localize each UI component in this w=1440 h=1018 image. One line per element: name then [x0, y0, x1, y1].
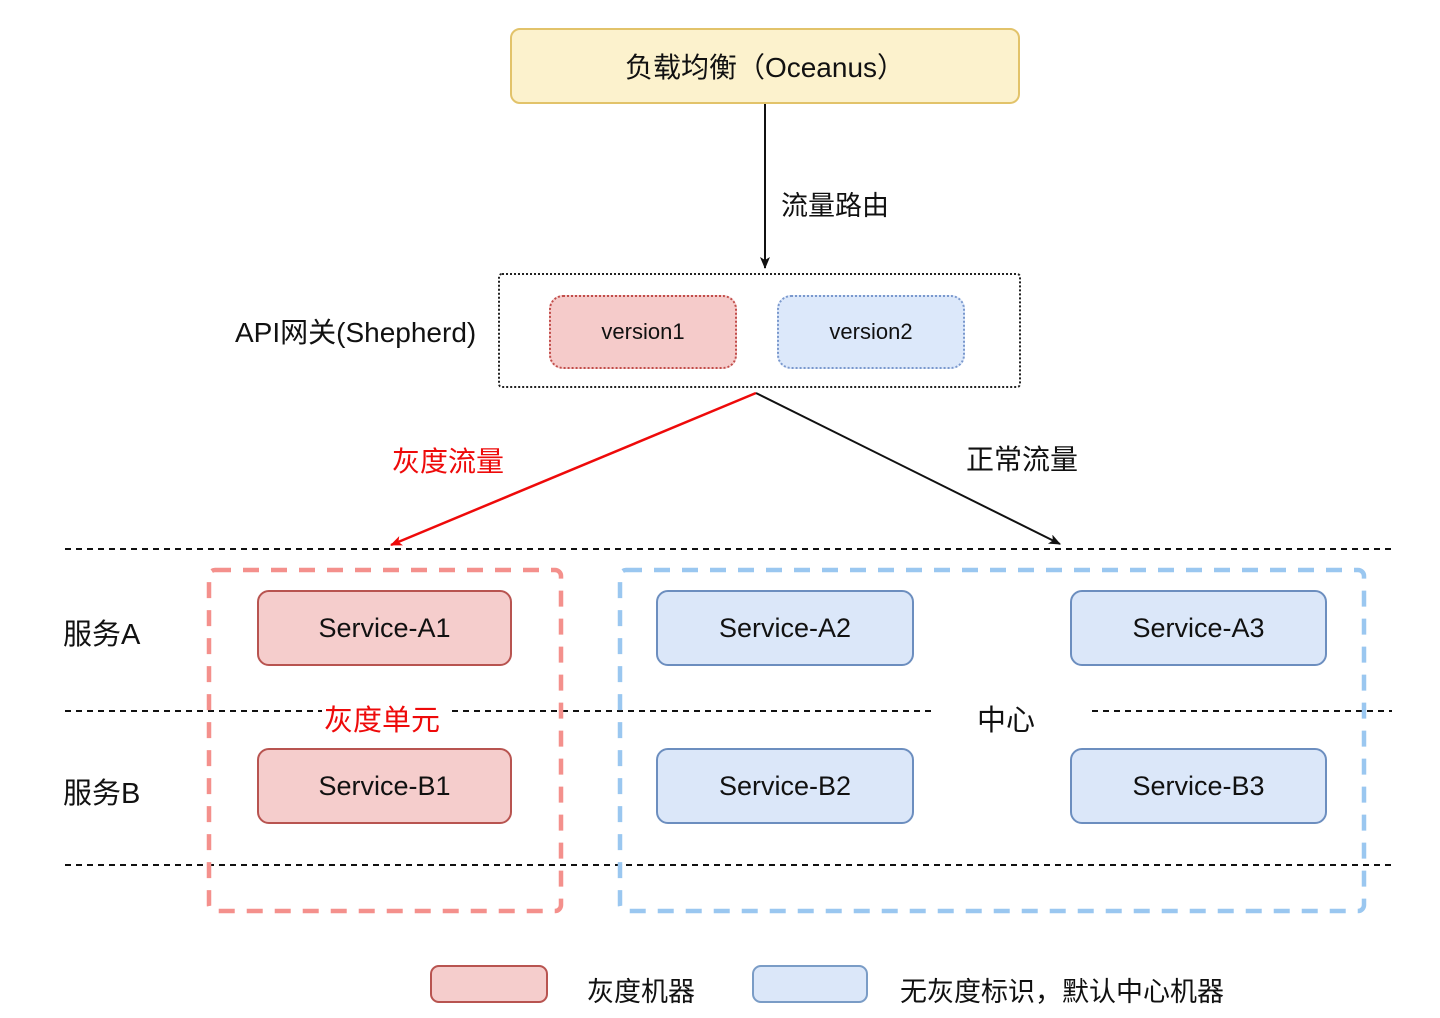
- center-zone-label: 中心: [977, 705, 1036, 737]
- version1-node: version1: [549, 295, 737, 369]
- legend-gray-machine-swatch: [430, 965, 548, 1003]
- normal-traffic-arrow: [755, 392, 1061, 545]
- traffic-route-label: 流量路由: [781, 191, 889, 221]
- service-b3-node: Service-B3: [1070, 748, 1327, 824]
- load-balancer-node: 负载均衡（Oceanus）: [510, 28, 1020, 104]
- legend-center-machine-label: 无灰度标识，默认中心机器: [900, 977, 1224, 1007]
- service-a1-node: Service-A1: [257, 590, 512, 666]
- gray-traffic-label: 灰度流量: [392, 446, 505, 477]
- service-a3-node: Service-A3: [1070, 590, 1327, 666]
- gray-traffic-arrow: [390, 391, 757, 547]
- version2-node: version2: [777, 295, 965, 369]
- api-gateway-label: API网关(Shepherd): [235, 317, 477, 348]
- service-b2-node: Service-B2: [656, 748, 914, 824]
- service-a2-node: Service-A2: [656, 590, 914, 666]
- normal-traffic-label: 正常流量: [966, 444, 1079, 475]
- legend-gray-machine-label: 灰度机器: [587, 977, 695, 1007]
- service-b1-node: Service-B1: [257, 748, 512, 824]
- service-row-a-label: 服务A: [63, 619, 141, 651]
- legend-center-machine-swatch: [752, 965, 868, 1003]
- gray-unit-label: 灰度单元: [324, 705, 441, 737]
- service-row-b-label: 服务B: [63, 778, 141, 810]
- gray-unit-container: [206, 567, 564, 914]
- center-container: [617, 567, 1367, 914]
- api-gateway-container: version1 version2: [498, 273, 1021, 388]
